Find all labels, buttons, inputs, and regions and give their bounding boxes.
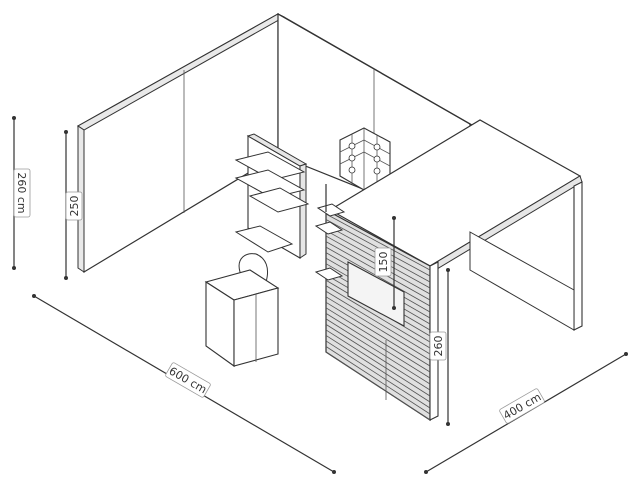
panel-slat: [325, 318, 431, 385]
panel-slat: [325, 285, 431, 349]
panel-slat: [325, 335, 431, 403]
front-height-label: 260: [432, 336, 445, 357]
panel-slat: [325, 213, 431, 271]
panel-slat: [325, 296, 431, 361]
panel-slat: [325, 346, 431, 415]
right-post: [573, 181, 583, 331]
counter: [204, 253, 280, 368]
panel-slat: [325, 246, 431, 307]
panel-slat: [325, 307, 431, 373]
panel-slat: [325, 351, 431, 421]
screen-height-label: 150: [377, 252, 390, 273]
screen: [347, 261, 405, 327]
back-wall-height-label: 250: [68, 196, 81, 217]
shelf-unit: [234, 133, 310, 259]
overall-height-label: 260 cm: [15, 172, 28, 213]
panel-slat: [325, 301, 431, 367]
panel-slat: [325, 290, 431, 355]
panel-slat: [325, 329, 431, 397]
panel-slat: [325, 324, 431, 391]
right-side-wall: [469, 231, 575, 331]
panel-slat: [325, 313, 431, 379]
slatted-panel: [325, 208, 439, 422]
panel-slat: [325, 340, 431, 409]
panel-shelves: [314, 184, 346, 281]
